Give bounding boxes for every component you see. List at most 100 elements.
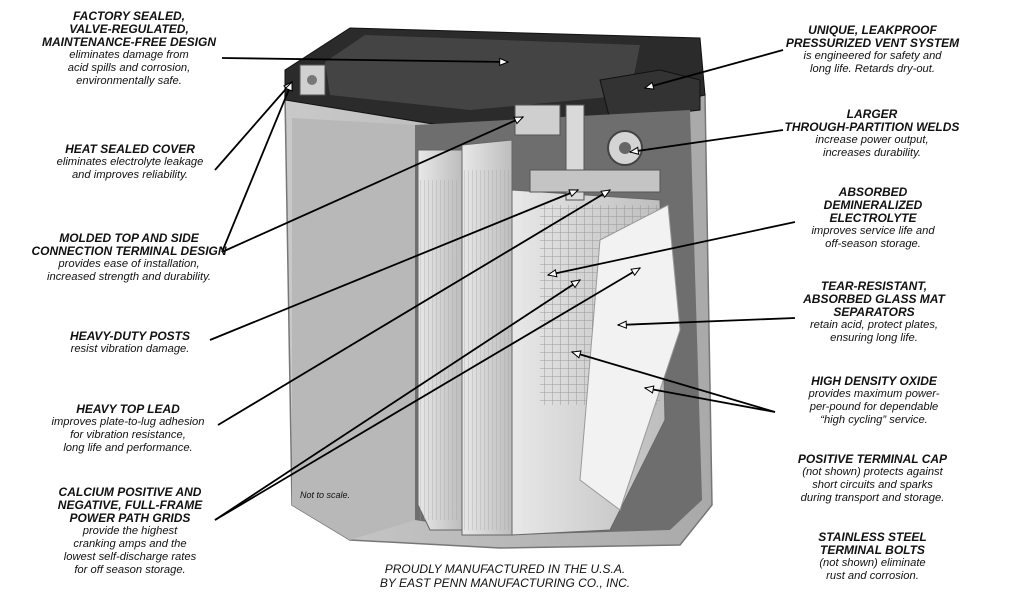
callout-desc: ensuring long life. bbox=[830, 332, 918, 344]
callout-desc: off-season storage. bbox=[825, 238, 921, 250]
callout-title: PRESSURIZED VENT SYSTEM bbox=[785, 36, 960, 50]
callout-desc: provide the highest bbox=[82, 525, 178, 537]
callout-title: MOLDED TOP AND SIDE bbox=[59, 231, 199, 245]
callout-glass-mat-separators: TEAR-RESISTANT, ABSORBED GLASS MAT SEPAR… bbox=[795, 280, 953, 345]
plate-stack-1-pleats bbox=[420, 180, 460, 520]
callout-arrowhead bbox=[568, 189, 580, 198]
callout-desc: cranking amps and the bbox=[73, 538, 187, 550]
terminal-connector-left bbox=[514, 104, 561, 136]
callout-title: STAINLESS STEEL bbox=[818, 530, 927, 544]
case-front-face bbox=[292, 118, 415, 540]
callout-desc: for off season storage. bbox=[74, 564, 186, 576]
callout-desc: (not shown) protects against bbox=[802, 466, 943, 478]
callout-arrowhead bbox=[546, 268, 558, 278]
callout-desc: during transport and storage. bbox=[800, 492, 945, 504]
callout-heavy-top-lead: HEAVY TOP LEAD improves plate-to-lug adh… bbox=[38, 403, 218, 455]
callout-heavy-duty-posts: HEAVY-DUTY POSTS resist vibration damage… bbox=[55, 330, 205, 356]
callout-desc: is engineered for safety and bbox=[803, 50, 942, 62]
callout-arrowhead bbox=[570, 279, 582, 289]
callout-arrowhead bbox=[513, 116, 525, 125]
manufacturer-footer: PROUDLY MANUFACTURED IN THE U.S.A. BY EA… bbox=[340, 562, 670, 590]
callout-title: MAINTENANCE-FREE DESIGN bbox=[41, 35, 216, 49]
callout-leader-line bbox=[571, 351, 776, 413]
callout-title: HEAT SEALED COVER bbox=[65, 142, 195, 156]
callout-leader-line bbox=[644, 49, 784, 89]
callout-title: ABSORBED bbox=[838, 185, 908, 199]
scale-note: Not to scale. bbox=[300, 490, 351, 500]
callout-partition-welds: LARGER THROUGH-PARTITION WELDS increase … bbox=[782, 108, 962, 160]
callout-desc: acid spills and corrosion, bbox=[67, 62, 191, 74]
callout-title: LARGER bbox=[846, 107, 898, 121]
callout-desc: retain acid, protect plates, bbox=[809, 319, 939, 331]
callout-arrowhead bbox=[570, 350, 582, 359]
callout-title: HEAVY TOP LEAD bbox=[76, 402, 180, 416]
cover-lid-top bbox=[325, 35, 640, 110]
callout-title: TEAR-RESISTANT, bbox=[820, 279, 928, 293]
callout-desc: per-pound for dependable bbox=[809, 401, 939, 413]
callout-desc: rust and corrosion. bbox=[826, 570, 919, 582]
callout-high-density-oxide: HIGH DENSITY OXIDE provides maximum powe… bbox=[795, 375, 953, 427]
callout-desc: environmentally safe. bbox=[76, 75, 182, 87]
callout-title: NEGATIVE, FULL-FRAME bbox=[57, 498, 203, 512]
callout-factory-sealed: FACTORY SEALED, VALVE-REGULATED, MAINTEN… bbox=[40, 10, 218, 88]
callout-title: THROUGH-PARTITION WELDS bbox=[784, 120, 960, 134]
callout-desc: increased strength and durability. bbox=[47, 271, 211, 283]
callout-title: UNIQUE, LEAKPROOF bbox=[808, 23, 937, 37]
callout-desc: for vibration resistance, bbox=[70, 429, 186, 441]
callout-leader-line bbox=[214, 267, 641, 521]
callout-leader-line bbox=[617, 317, 796, 326]
callout-leader-line bbox=[221, 57, 509, 63]
glass-mat-separator bbox=[579, 204, 681, 511]
callout-leader-line bbox=[214, 279, 581, 521]
callout-desc: provides ease of installation, bbox=[58, 258, 200, 270]
callout-title: POWER PATH GRIDS bbox=[69, 511, 191, 525]
callout-electrolyte: ABSORBED DEMINERALIZED ELECTROLYTE impro… bbox=[798, 186, 948, 251]
callout-vent-system: UNIQUE, LEAKPROOF PRESSURIZED VENT SYSTE… bbox=[785, 24, 960, 76]
callout-leader-line bbox=[214, 81, 293, 171]
callout-title: HIGH DENSITY OXIDE bbox=[811, 374, 937, 388]
callout-title: ABSORBED GLASS MAT bbox=[803, 292, 945, 306]
callout-heat-sealed-cover: HEAT SEALED COVER eliminates electrolyte… bbox=[40, 143, 220, 182]
callout-leader-line bbox=[217, 189, 611, 426]
callout-title: CALCIUM POSITIVE AND bbox=[58, 485, 202, 499]
callout-title: VALVE-REGULATED, bbox=[69, 22, 189, 36]
callout-desc: eliminates damage from bbox=[69, 49, 189, 61]
callout-title: DEMINERALIZED bbox=[823, 198, 923, 212]
vent-housing bbox=[599, 69, 701, 121]
side-terminal bbox=[299, 64, 326, 96]
callout-desc: improves plate-to-lug adhesion bbox=[51, 416, 205, 428]
callout-molded-top-side-terminal: MOLDED TOP AND SIDE CONNECTION TERMINAL … bbox=[30, 232, 228, 284]
callout-desc: long life and performance. bbox=[63, 442, 193, 454]
callout-arrowhead bbox=[616, 320, 627, 329]
callout-title: FACTORY SEALED, bbox=[72, 9, 186, 23]
callout-arrowhead bbox=[643, 81, 655, 90]
callout-leader-line bbox=[209, 189, 579, 341]
callout-leader-line bbox=[629, 129, 784, 153]
callout-arrowhead bbox=[600, 189, 612, 199]
callout-title: SEPARATORS bbox=[833, 305, 915, 319]
footer-line-1: PROUDLY MANUFACTURED IN THE U.S.A. bbox=[384, 562, 626, 576]
callout-desc: “high cycling” service. bbox=[820, 414, 928, 426]
footer-line-2: BY EAST PENN MANUFACTURING CO., INC. bbox=[379, 576, 631, 590]
through-partition-weld-hole bbox=[619, 142, 631, 154]
callout-positive-terminal-cap: POSITIVE TERMINAL CAP (not shown) protec… bbox=[785, 453, 960, 505]
callout-desc: short circuits and sparks bbox=[812, 479, 933, 491]
callout-desc: (not shown) eliminate bbox=[819, 557, 926, 569]
callout-title: CONNECTION TERMINAL DESIGN bbox=[31, 244, 227, 258]
callout-desc: increases durability. bbox=[822, 147, 922, 159]
callout-title: HEAVY-DUTY POSTS bbox=[69, 329, 191, 343]
callout-desc: long life. Retards dry-out. bbox=[810, 63, 935, 75]
callout-desc: resist vibration damage. bbox=[70, 343, 190, 355]
callout-desc: lowest self-discharge rates bbox=[63, 551, 197, 563]
callout-desc: increase power output, bbox=[815, 134, 929, 146]
callout-title: POSITIVE TERMINAL CAP bbox=[797, 452, 948, 466]
callout-arrowhead bbox=[628, 146, 640, 155]
callout-leader-line bbox=[221, 116, 524, 253]
callout-arrowhead bbox=[499, 57, 510, 67]
terminal-top-lead bbox=[529, 169, 661, 193]
side-terminal-hole bbox=[307, 75, 317, 85]
callout-calcium-grids: CALCIUM POSITIVE AND NEGATIVE, FULL-FRAM… bbox=[50, 486, 210, 577]
callout-desc: eliminates electrolyte leakage bbox=[56, 156, 204, 168]
callout-arrowhead bbox=[284, 80, 293, 92]
